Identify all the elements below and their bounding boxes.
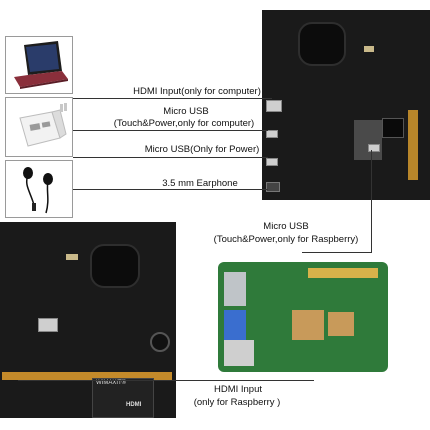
raspberry-pi-board (218, 262, 388, 372)
ffc-connector (408, 110, 418, 180)
micro-usb-port-raspberry (368, 144, 380, 152)
gpio-header (308, 268, 378, 278)
usb-ports-lower (224, 310, 246, 340)
label-usb-computer-2: (Touch&Power,only for computer) (102, 118, 266, 130)
usb-charger-icon (6, 98, 72, 156)
earphone-jack (266, 182, 280, 192)
laptop-icon (6, 37, 72, 93)
line-hdmi-computer (73, 98, 272, 99)
speaker-wire (66, 254, 78, 260)
line-usb-computer (73, 130, 268, 131)
display-back-top (262, 10, 430, 200)
fpc-ribbon (354, 120, 382, 160)
usb-ports (224, 272, 246, 306)
earphone-thumbnail (5, 160, 73, 218)
label-hdmi-computer: HDMI Input(only for computer) (127, 86, 267, 98)
hdmi-port (38, 318, 58, 332)
label-earphone: 3.5 mm Earphone (158, 178, 242, 190)
round-connector (150, 332, 170, 352)
ethernet-port (224, 340, 254, 366)
charger-thumbnail (5, 97, 73, 157)
label-hdmi-rpi-2: (only for Raspberry ) (184, 397, 290, 409)
label-usb-power: Micro USB(Only for Power) (138, 144, 266, 156)
speaker-icon (298, 22, 346, 66)
chip (382, 118, 404, 138)
line-hdmi-rpi (18, 380, 314, 381)
label-usb-rpi-1: Micro USB (226, 221, 346, 233)
hdmi-logo: HDMI (126, 402, 141, 408)
hdmi-port (266, 100, 282, 112)
earphone-icon (6, 161, 72, 217)
line-usb-rpi-vertical (371, 150, 372, 252)
line-usb-power (73, 157, 268, 158)
display-back-bottom: WIMAXIT® HDMI (0, 222, 176, 418)
line-usb-rpi-horizontal (302, 252, 372, 253)
micro-usb-port-computer (266, 130, 278, 138)
speaker-wire (364, 46, 374, 52)
ram-chip (328, 312, 354, 336)
label-usb-rpi-2: (Touch&Power,only for Raspberry) (202, 234, 370, 246)
soc-chip (292, 310, 324, 340)
label-hdmi-rpi-1: HDMI Input (196, 384, 280, 396)
micro-usb-port-power (266, 158, 278, 166)
label-usb-computer-1: Micro USB (107, 106, 265, 118)
laptop-thumbnail (5, 36, 73, 94)
speaker-icon (90, 244, 140, 288)
